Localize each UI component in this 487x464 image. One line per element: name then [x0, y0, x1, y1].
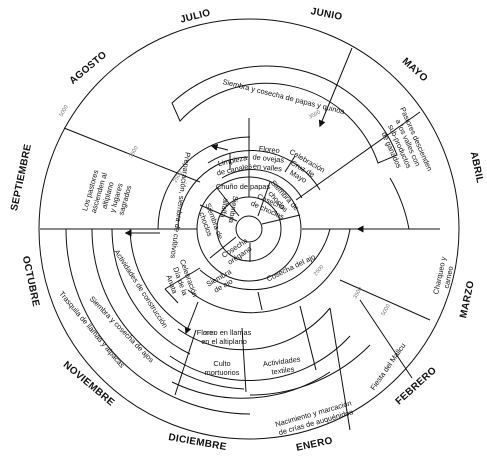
- spoke-3: [257, 181, 271, 217]
- month-marzo: MARZO: [458, 280, 477, 320]
- month-labels: JUNIO JULIO AGOSTO SEPTIEMBRE OCTUBRE NO…: [9, 6, 485, 454]
- alt-3500-right: 3500: [353, 286, 364, 300]
- alt-2500-top: 2500: [173, 170, 184, 184]
- svg-text:de ovejas: de ovejas: [252, 152, 285, 164]
- band-cosecha-ajo-outer: [187, 228, 351, 314]
- label-preparacion: Preparación, siembra de cultivos: [169, 152, 193, 260]
- label-charqueo: Charqueo y carneo: [431, 256, 455, 296]
- divider-culto: [241, 327, 247, 393]
- label-construccion: Actividades de construcción: [112, 248, 169, 330]
- month-mayo: MAYO: [400, 56, 430, 84]
- spoke-1: [199, 204, 238, 222]
- spoke-6: [209, 236, 237, 259]
- label-nacimiento: Nacimiento y marcación de crías de auqué…: [274, 398, 354, 437]
- label-pastores-descienden: Pastores descienden a los valles con sub…: [380, 106, 435, 173]
- label-cosecha-ajo: Cosecha del ajo: [265, 252, 317, 283]
- month-agosto: AGOSTO: [68, 49, 110, 86]
- center-circle: [235, 215, 263, 243]
- label-floreo-ovejas: Floreo de ovejas en valles: [252, 144, 285, 174]
- alt-3500-left: 3500: [308, 109, 322, 120]
- svg-text:Culto: Culto: [213, 359, 230, 368]
- band-limpieza-outer: [207, 150, 321, 191]
- month-octubre: OCTUBRE: [20, 255, 41, 308]
- label-pastores-ascienden: Los pastores ascienden al altiplano y lu…: [80, 168, 133, 216]
- month-junio: JUNIO: [310, 6, 344, 23]
- band-siembra-papas: [171, 65, 398, 164]
- arrow-preparacion: [210, 143, 229, 151]
- svg-text:alfalfa: alfalfa: [218, 197, 230, 219]
- div-floreo: [284, 155, 296, 173]
- band-floreo-mid: [169, 335, 351, 381]
- label-celebracion-anata: Celebración Día de la Anata: [164, 258, 199, 298]
- divider-marzo: [339, 279, 431, 321]
- month-febrero: FEBRERO: [394, 365, 439, 407]
- month-abril: ABRIL: [468, 151, 485, 185]
- svg-text:en valles: en valles: [252, 161, 282, 173]
- band-floreo-outer: [171, 371, 331, 399]
- alt-5000-right: 5000: [381, 303, 392, 317]
- band-construccion-outer: [111, 228, 191, 355]
- label-culto: Culto mortuorios: [205, 359, 240, 377]
- div-ajo: [257, 291, 263, 311]
- arc-bands: [65, 65, 410, 415]
- spoke-7: [164, 267, 201, 290]
- alt-3500-bottom: 3500: [203, 331, 215, 337]
- spoke-4: [261, 214, 301, 225]
- label-siembra-alfalfa: Siembra alfalfa: [218, 195, 240, 225]
- band-pastores-desc: [389, 177, 410, 230]
- divider-febrero: [359, 299, 413, 379]
- spoke-8: [164, 288, 179, 304]
- label-fiesta-mallcu: Fiesta del Mallcu: [368, 341, 407, 392]
- arrows: [124, 47, 440, 335]
- svg-text:en el altiplano: en el altiplano: [201, 337, 247, 346]
- altitude-labels: 5000 3500 2500 3500 3500 2500 3500 5000: [59, 104, 392, 337]
- band-construccion: [129, 228, 191, 331]
- label-chuno: Chuño de papas: [216, 182, 271, 191]
- month-septiembre: SEPTIEMBRE: [9, 143, 34, 212]
- svg-text:mortuorios: mortuorios: [205, 368, 240, 377]
- label-siembra-ajo: Siembra de ajo: [205, 267, 235, 295]
- label-limpieza: Limpieza de canales: [216, 153, 253, 178]
- band-preparacion-inner: [177, 156, 249, 230]
- band-limpieza-inner: [221, 169, 303, 199]
- band-siembra-ajos: [91, 228, 245, 390]
- svg-text:textiles: textiles: [271, 364, 295, 376]
- month-diciembre: DICIEMBRE: [168, 432, 228, 453]
- alt-3500-top: 3500: [129, 145, 140, 159]
- divider-textiles: [299, 305, 317, 371]
- label-floreo-llamas: Floreo en llamas en el altiplano: [197, 328, 252, 346]
- arrow-mayo: [318, 47, 353, 128]
- month-enero: ENERO: [295, 435, 334, 453]
- band-preparacion-outer: [157, 136, 251, 230]
- svg-text:Floreo: Floreo: [258, 144, 280, 155]
- spoke-2: [216, 187, 240, 217]
- band-nacimiento: [249, 344, 371, 396]
- arrow-floreo: [184, 301, 199, 335]
- band-cosecha-ajo-inner: [199, 228, 331, 291]
- label-cosecha-oregano: Cosecha orégano: [220, 236, 253, 267]
- svg-text:Floreo en llamas: Floreo en llamas: [197, 328, 252, 337]
- label-textiles: Actividades textiles: [262, 354, 301, 376]
- divider-floreo: [174, 329, 197, 396]
- alt-2500-right: 2500: [313, 264, 325, 277]
- alt-5000-top: 5000: [59, 104, 70, 118]
- band-floreo-inner: [177, 307, 331, 351]
- activity-labels: Siembra y cosecha de papas y quinoa Past…: [57, 77, 455, 437]
- band-trasquila: [65, 228, 251, 415]
- outer-ring-circle: [38, 18, 460, 440]
- label-siembra-papas: Siembra y cosecha de papas y quinoa: [222, 77, 347, 116]
